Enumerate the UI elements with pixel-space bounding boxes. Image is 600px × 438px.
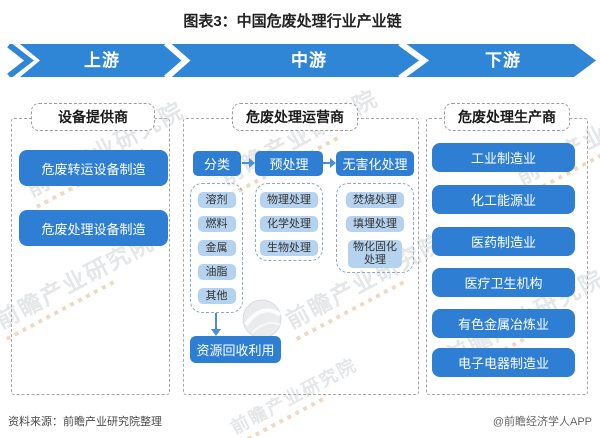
list-item: 生物处理 <box>260 240 318 256</box>
downstream-box-electronics: 电子电器制造业 <box>432 348 575 377</box>
upstream-header: 设备提供商 <box>31 103 155 131</box>
list-item: 物理处理 <box>260 192 318 208</box>
downstream-box-industrial: 工业制造业 <box>432 143 575 172</box>
upstream-box-transport-equipment: 危废转运设备制造 <box>19 150 168 186</box>
list-item: 溶剂 <box>197 192 236 208</box>
source-note: 资料来源：前瞻产业研究院整理 <box>8 416 162 428</box>
upstream-box-treatment-equipment: 危废处理设备制造 <box>19 210 168 246</box>
list-item: 填埋处理 <box>346 216 404 232</box>
stage-box-pretreatment: 预处理 <box>255 151 323 176</box>
stage-box-classification: 分类 <box>193 151 241 176</box>
banner-segment-downstream: 下游 <box>485 51 521 70</box>
down-arrow-icon <box>210 313 222 337</box>
pretreatment-items-group: 物理处理 化学处理 生物处理 <box>255 183 323 261</box>
downstream-box-medical: 医疗卫生机构 <box>432 268 575 297</box>
right-arrow-icon <box>242 158 255 168</box>
list-item: 其他 <box>197 288 236 304</box>
downstream-header: 危废处理生产商 <box>444 103 570 131</box>
banner-segment-midstream: 中游 <box>291 51 327 70</box>
downstream-box-pharma: 医药制造业 <box>432 227 575 256</box>
list-item: 焚烧处理 <box>346 192 404 208</box>
list-item: 燃料 <box>197 216 236 232</box>
list-item: 物化固化处理 <box>348 240 402 268</box>
page-title: 图表3：中国危废处理行业产业链 <box>183 13 402 30</box>
right-arrow-icon <box>323 158 336 168</box>
list-item: 油脂 <box>197 264 236 280</box>
classification-items-group: 溶剂 燃料 金属 油脂 其他 <box>190 183 243 313</box>
list-item: 金属 <box>197 240 236 256</box>
harmless-treatment-items-group: 焚烧处理 填埋处理 物化固化处理 <box>336 183 414 273</box>
downstream-box-nonferrous: 有色金属冶炼业 <box>432 309 575 338</box>
midstream-header: 危废处理运营商 <box>232 103 358 131</box>
list-item: 化学处理 <box>260 216 318 232</box>
stage-box-harmless-treatment: 无害化处理 <box>336 151 414 176</box>
chain-banner: 上游 中游 下游 <box>6 44 596 77</box>
downstream-box-chemical-energy: 化工能源业 <box>432 185 575 214</box>
recycle-box: 资源回收利用 <box>190 336 281 363</box>
credit-note: @前瞻经济学人APP <box>492 416 592 428</box>
banner-arrow-shape <box>7 44 596 77</box>
banner-segment-upstream: 上游 <box>84 51 120 70</box>
